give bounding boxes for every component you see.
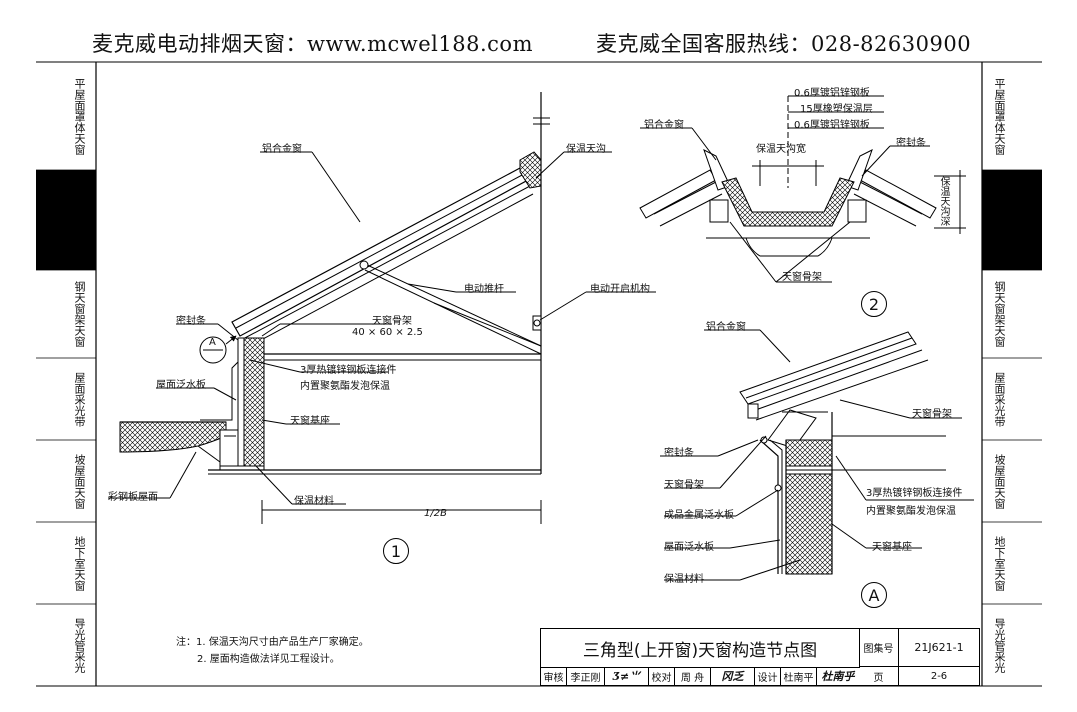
d2-label-gutter-width: 保温天沟宽 bbox=[756, 144, 806, 155]
sidebar-right-item-3[interactable]: 屋面采光带 bbox=[993, 371, 1006, 427]
d2-label-layer1: 0.6厚镀铝锌钢板 bbox=[794, 88, 870, 99]
atlas-label: 图集号 bbox=[859, 629, 899, 667]
header-hotline: 麦克威全国客服热线：028-82630900 bbox=[596, 32, 972, 56]
d1-label-connector: 3厚热镀锌钢板连接件 bbox=[300, 365, 397, 376]
sidebar-right-item-6[interactable]: 导光管采光 bbox=[993, 617, 1006, 673]
page-number: 2-6 bbox=[930, 670, 948, 682]
dA-label-flashing: 屋面泛水板 bbox=[664, 542, 714, 553]
sidebar-left-item-3[interactable]: 屋面采光带 bbox=[73, 371, 86, 427]
d1-label-frame-size: 40 × 60 × 2.5 bbox=[352, 327, 423, 338]
d1-section-mark: A bbox=[209, 337, 216, 348]
note-1: 注：1. 保温天沟尺寸由产品生产厂家确定。 bbox=[176, 637, 369, 648]
page-label: 页 bbox=[859, 667, 899, 685]
sidebar-right-item-0[interactable]: 平屋面罩体天窗 bbox=[993, 77, 1006, 155]
detailA-number: A bbox=[861, 582, 887, 608]
detail1-number: 1 bbox=[383, 538, 409, 564]
d2-label-layer3: 0.6厚镀铝锌钢板 bbox=[794, 120, 870, 131]
d2-label-layer2: 15厚橡塑保温层 bbox=[800, 104, 873, 115]
dA-label-connector: 3厚热镀锌钢板连接件 bbox=[866, 488, 963, 499]
dA-label-seal-strip: 密封条 bbox=[664, 448, 694, 459]
dA-label-frame: 天窗骨架 bbox=[664, 480, 704, 491]
d1-label-color-steel-roof: 彩钢板屋面 bbox=[108, 492, 158, 503]
d1-label-electric-pushrod: 电动推杆 bbox=[464, 284, 504, 295]
title-block: 三角型(上开窗)天窗构造节点图 图集号 21J621-1 审核 李正刚 Ʒ≠⺌ … bbox=[540, 628, 980, 686]
signature-row: 审核 李正刚 Ʒ≠⺌ 校对 周 舟 冈乏 设计 杜南平 杜南乎 bbox=[541, 667, 859, 685]
d1-label-insulated-gutter: 保温天沟 bbox=[566, 144, 606, 155]
check-label: 校对 bbox=[649, 667, 675, 685]
sidebar-right-item-2[interactable]: 钢天窗架天窗 bbox=[993, 281, 1006, 347]
d1-label-frame: 天窗骨架 bbox=[372, 316, 412, 327]
detail2-number: 2 bbox=[861, 291, 887, 317]
d1-label-aluminum-window: 铝合金窗 bbox=[262, 144, 302, 155]
atlas-number: 21J621-1 bbox=[899, 629, 979, 667]
dA-label-connector-fill: 内置聚氨酯发泡保温 bbox=[866, 506, 956, 517]
d2-label-frame: 天窗骨架 bbox=[782, 272, 822, 283]
sidebar-left-item-2[interactable]: 钢天窗架天窗 bbox=[73, 281, 86, 347]
d2-label-seal-strip: 密封条 bbox=[896, 138, 926, 149]
detail2-drawing bbox=[639, 95, 966, 283]
sidebar-left-item-0[interactable]: 平屋面罩体天窗 bbox=[73, 77, 86, 155]
checker-name: 周 舟 bbox=[675, 667, 711, 685]
dA-label-metal-flashing: 成品金属泛水板 bbox=[664, 510, 734, 521]
dA-label-insulation: 保温材料 bbox=[664, 574, 704, 585]
d2-label-aluminum-window: 铝合金窗 bbox=[644, 120, 684, 131]
d1-label-insulation: 保温材料 bbox=[294, 496, 334, 507]
detailA-drawing bbox=[660, 329, 974, 581]
header-website: 麦克威电动排烟天窗：www.mcwel188.com bbox=[92, 32, 533, 56]
detail1-drawing bbox=[108, 92, 656, 524]
reviewer-signature: Ʒ≠⺌ bbox=[605, 667, 649, 685]
checker-signature: 冈乏 bbox=[711, 667, 755, 685]
sidebar-left-item-6[interactable]: 导光管采光 bbox=[73, 617, 86, 673]
d1-label-electric-opener: 电动开启机构 bbox=[590, 284, 650, 295]
notes: 注：1. 保温天沟尺寸由产品生产厂家确定。 2. 屋面构造做法详见工程设计。 bbox=[176, 634, 369, 668]
d1-label-flashing: 屋面泛水板 bbox=[156, 380, 206, 391]
sidebar-right-item-4[interactable]: 坡屋面天窗 bbox=[993, 453, 1006, 509]
d1-label-base: 天窗基座 bbox=[290, 416, 330, 427]
note-2: 2. 屋面构造做法详见工程设计。 bbox=[197, 654, 340, 665]
design-label: 设计 bbox=[755, 667, 781, 685]
d1-dimension: 1/2B bbox=[424, 508, 447, 519]
sidebar-right-item-active[interactable] bbox=[982, 170, 1042, 270]
d1-label-connector-fill: 内置聚氨酯发泡保温 bbox=[300, 381, 390, 392]
designer-name: 杜南平 bbox=[781, 667, 817, 685]
d1-label-seal-strip: 密封条 bbox=[176, 316, 206, 327]
dA-label-frame-top: 天窗骨架 bbox=[912, 409, 952, 420]
designer-signature: 杜南乎 bbox=[821, 670, 855, 683]
sidebar-left-item-4[interactable]: 坡屋面天窗 bbox=[73, 453, 86, 509]
sidebar-right-item-5[interactable]: 地下室天窗 bbox=[993, 535, 1006, 591]
d2-label-gutter-depth: 保温天沟深 bbox=[938, 176, 949, 226]
sidebar-left-item-5[interactable]: 地下室天窗 bbox=[73, 535, 86, 591]
dA-label-base: 天窗基座 bbox=[872, 542, 912, 553]
sidebar-left-item-active[interactable] bbox=[36, 170, 96, 270]
review-label: 审核 bbox=[541, 667, 567, 685]
drawing-title: 三角型(上开窗)天窗构造节点图 bbox=[541, 629, 860, 668]
dA-label-aluminum-window: 铝合金窗 bbox=[706, 322, 746, 333]
reviewer-name: 李正刚 bbox=[567, 667, 605, 685]
